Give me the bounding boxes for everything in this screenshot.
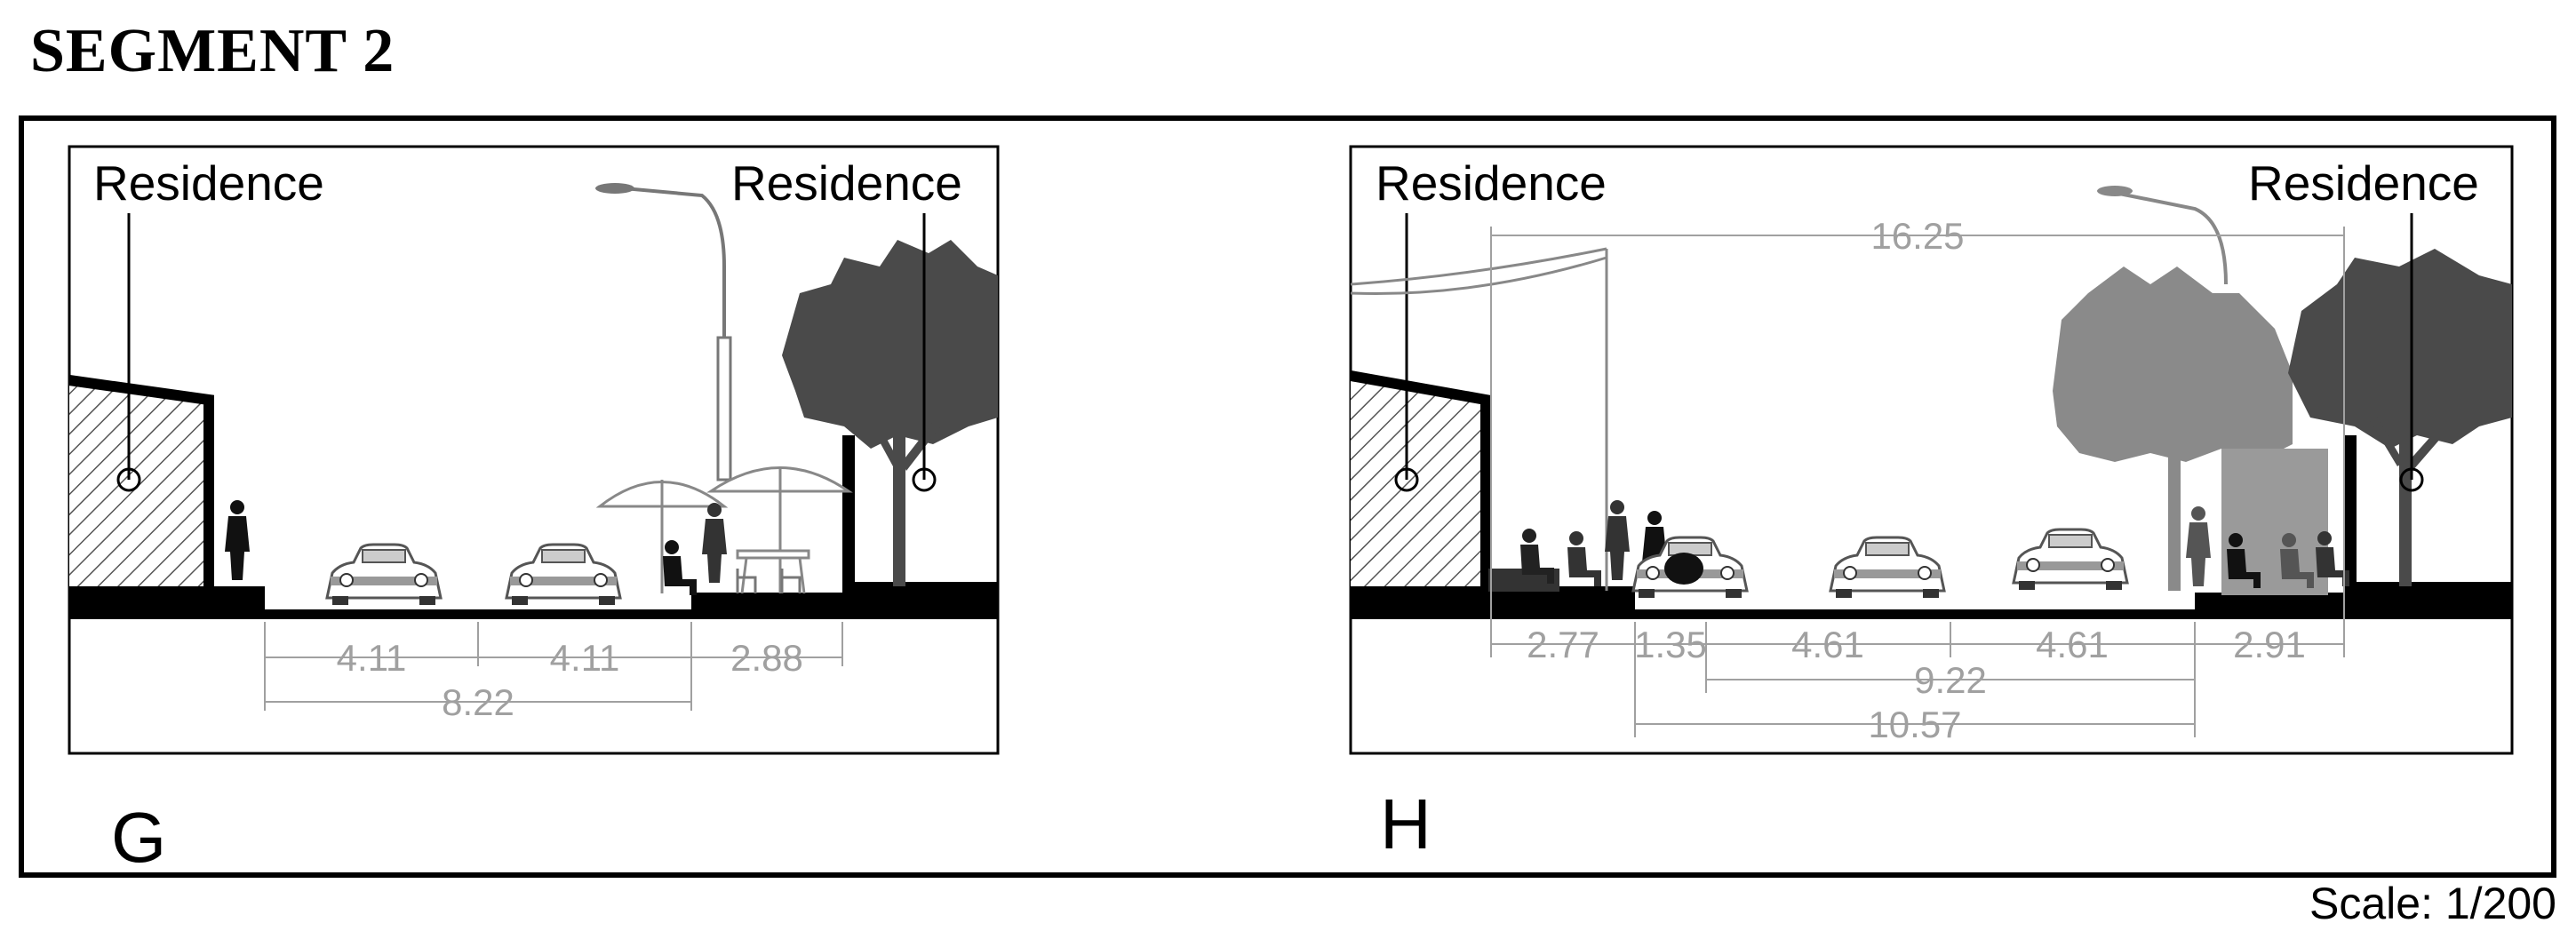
dimension-label: 8.22 xyxy=(442,681,514,723)
dimension-label: 16.25 xyxy=(1870,215,1964,257)
wall-right xyxy=(2344,435,2357,619)
dimension-label: 4.61 xyxy=(2036,624,2109,665)
residence-label-left: Residence xyxy=(1376,155,1607,211)
residence-left-building xyxy=(1351,378,1486,613)
dimension-label: 2.88 xyxy=(730,637,803,679)
dimension-label: 4.11 xyxy=(550,637,620,679)
ground-sidewalk-left xyxy=(1351,586,1635,619)
panel-letter-g: G xyxy=(111,798,166,877)
dimension-lines xyxy=(1490,227,2345,737)
street-lamp xyxy=(2105,189,2228,285)
residence-left-building xyxy=(69,382,209,613)
dimension-lines xyxy=(264,622,843,711)
tree-middle xyxy=(2053,267,2293,591)
marker-circle xyxy=(2399,467,2424,492)
marker-circle xyxy=(116,467,141,492)
marker-circle xyxy=(912,467,937,492)
stroller xyxy=(1664,553,1703,585)
panel-h: Residence Residence 16.25 2.77 1.35 4.61… xyxy=(1349,145,2514,755)
ground-road xyxy=(265,609,691,619)
marker-circle xyxy=(1394,467,1419,492)
outer-frame xyxy=(19,115,2556,878)
cafe-chairs xyxy=(736,569,802,593)
residence-label-right: Residence xyxy=(2248,155,2479,211)
ground-road xyxy=(1635,609,2195,619)
ground-sidewalk-left xyxy=(69,586,265,619)
cafe-umbrellas xyxy=(595,466,853,594)
page-title: SEGMENT 2 xyxy=(30,17,395,85)
wall-right xyxy=(842,435,855,619)
dimension-label: 2.77 xyxy=(1527,624,1599,665)
ground-sidewalk-right xyxy=(2195,593,2344,619)
dimension-label: 9.22 xyxy=(1914,659,1987,701)
panel-g: Residence Residence 4.11 4.11 2.88 8.22 xyxy=(68,145,1000,755)
scale-label: Scale: 1/200 xyxy=(2309,879,2556,928)
dimension-label: 4.61 xyxy=(1791,624,1864,665)
residence-label-left: Residence xyxy=(93,155,324,211)
street-lamp xyxy=(603,185,726,475)
ground-property-right xyxy=(855,582,998,619)
ground-sidewalk-right xyxy=(691,593,842,619)
ground-property-right xyxy=(2357,582,2512,619)
panel-letter-h: H xyxy=(1380,784,1432,863)
dimension-label: 1.35 xyxy=(1634,624,1707,665)
dimension-label: 2.91 xyxy=(2233,624,2306,665)
residence-label-right: Residence xyxy=(731,155,962,211)
dimension-label: 10.57 xyxy=(1868,704,1961,745)
dimension-label: 4.11 xyxy=(337,637,407,679)
utility-pole xyxy=(1350,247,1608,591)
tree-right xyxy=(782,240,998,586)
